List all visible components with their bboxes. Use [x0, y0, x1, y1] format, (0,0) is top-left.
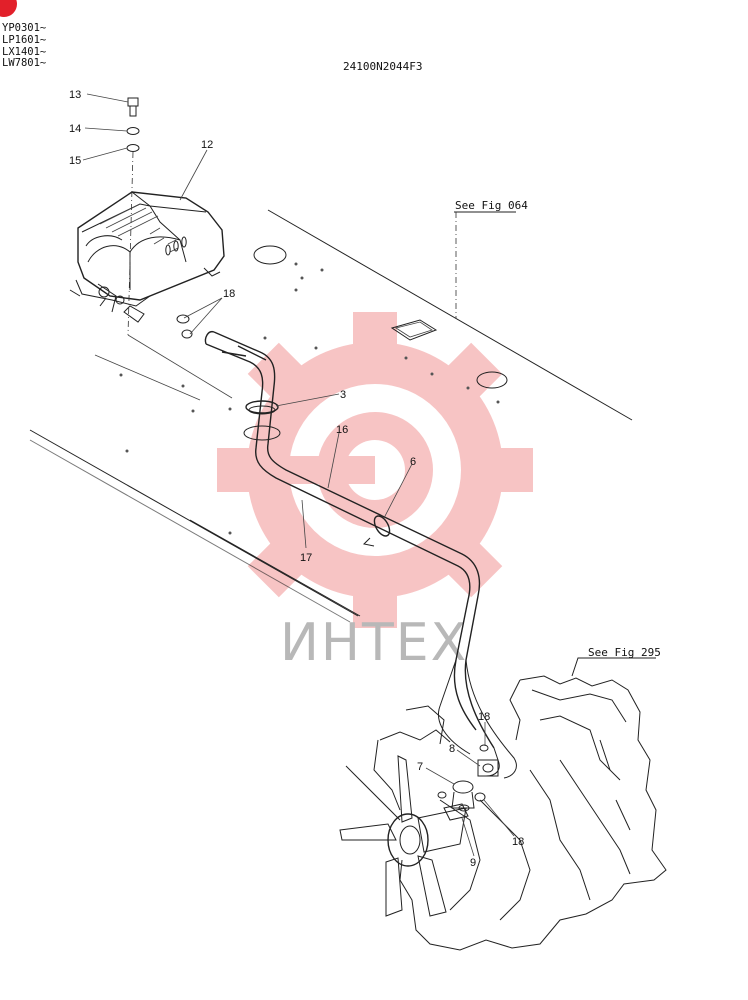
callout-13: 13 [69, 89, 81, 101]
callout-6: 6 [410, 456, 416, 468]
fitting-9 [443, 803, 470, 821]
ref-lower: See Fig 295 [588, 646, 661, 659]
corner-badge [0, 0, 17, 17]
callout-9: 9 [470, 857, 476, 869]
callout-18-upper: 18 [223, 288, 235, 300]
model-code-2: LP1601~ [2, 34, 46, 46]
washer-14 [126, 127, 140, 135]
clamp-6 [362, 515, 391, 547]
model-code-4: LW7801~ [2, 57, 46, 69]
model-code-3: LX1401~ [2, 46, 46, 58]
callout-17: 17 [300, 552, 312, 564]
watermark-text: ИНТЕХ [280, 613, 468, 673]
callout-labels: 13 14 15 12 18 3 16 6 17 18 8 7 18 9 [69, 89, 524, 869]
callout-15: 15 [69, 155, 81, 167]
clamp-18-lower-a [479, 744, 489, 752]
callout-3: 3 [340, 389, 346, 401]
callout-8: 8 [449, 743, 455, 755]
fitting-7 [437, 780, 475, 809]
callout-16: 16 [336, 424, 348, 436]
floor-plate [29, 209, 633, 623]
callout-14: 14 [69, 123, 81, 135]
clamp-18-lower-b [474, 792, 486, 802]
model-codes: YP0301~ LP1601~ LX1401~ LW7801~ [2, 22, 46, 69]
drawing-number: 24100N2044F3 [343, 60, 422, 73]
ref-upper: See Fig 064 [455, 199, 528, 212]
heater-unit [69, 191, 225, 323]
washer-15 [126, 144, 140, 152]
callout-12: 12 [201, 139, 213, 151]
watermark-logo [217, 312, 533, 628]
callout-leaders [82, 93, 515, 857]
fitting-8 [477, 759, 499, 777]
model-code-1: YP0301~ [2, 22, 46, 34]
callout-7: 7 [417, 761, 423, 773]
bolt-axis [127, 151, 134, 336]
hose-clamps-18-upper [176, 314, 193, 339]
grommet-3 [243, 400, 281, 441]
bolt-13 [127, 97, 139, 117]
callout-18-lower-a: 18 [478, 711, 490, 723]
cooling-fan [339, 755, 467, 917]
leader-fig-295 [571, 657, 656, 677]
callout-18-lower-b: 18 [512, 836, 524, 848]
engine-block [373, 675, 667, 951]
